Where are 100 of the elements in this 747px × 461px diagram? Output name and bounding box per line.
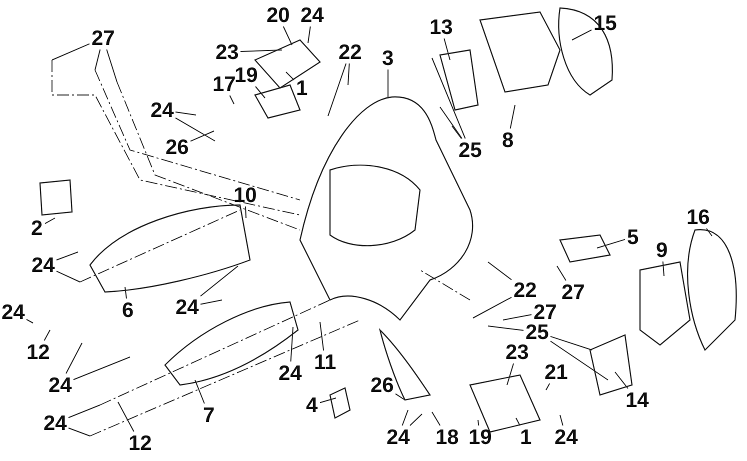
callout-number: 15 [594,12,617,34]
leader-line [596,238,626,248]
leader-line [506,363,514,386]
leader-line [56,270,80,282]
leader-line [286,72,294,80]
leader-line [245,206,246,218]
callout-number: 27 [534,302,557,322]
leader-line [410,414,422,426]
leader-line [94,49,101,70]
callout-number: 14 [626,390,649,410]
leader-line [444,38,450,60]
callout-number: 24 [176,296,199,318]
leader-line [402,410,408,426]
leader-line [556,266,566,281]
callout-number: 23 [506,342,529,362]
callout-number: 16 [686,206,710,228]
callout-number: 17 [212,74,236,94]
leader-line [118,402,134,432]
leader-line [328,63,347,116]
callout-number: 24 [32,254,55,276]
leader-line [66,342,82,374]
leader-line [73,356,130,380]
callout-number: 8 [502,130,514,150]
callout-number: 5 [627,226,639,248]
leader-line [190,130,214,142]
leader-line [124,286,127,299]
callout-number: 22 [514,280,537,300]
leader-line [572,29,592,40]
callout-number: 1 [520,426,532,448]
leader-line [488,326,524,331]
leader-line [395,393,406,400]
callout-number: 6 [122,300,134,320]
leader-line [560,414,564,426]
leader-line [550,336,592,350]
leader-line [440,106,462,139]
leader-line [68,404,100,418]
callout-number: 25 [526,322,549,342]
leader-line [255,86,266,98]
leader-line [472,296,512,318]
callout-number: 9 [656,240,668,260]
callout-number: 26 [166,136,189,158]
leader-line [432,58,466,139]
callout-number: 3 [382,48,394,68]
leader-line [56,252,78,260]
leader-line [175,117,216,142]
callout-number: 20 [266,4,290,26]
leader-line [348,63,350,86]
callout-number: 11 [314,352,336,372]
leader-line [282,26,292,46]
callout-number: 27 [562,282,585,302]
leader-line [52,43,90,60]
callout-number: 22 [338,42,362,62]
leader-line [546,383,550,390]
leader-line [452,126,462,139]
leader-line [26,318,34,324]
callout-number: 7 [203,404,215,426]
leader-line [229,95,234,104]
callout-number: 12 [128,432,152,454]
leader-line [488,262,512,280]
leader-line [516,418,520,426]
callout-number: 23 [216,42,239,62]
callout-number: 24 [150,100,174,120]
leader-line [662,261,664,276]
callout-number: 13 [430,16,453,38]
callout-number: 24 [554,426,578,448]
leader-line [106,49,118,82]
leader-line [510,104,516,129]
leader-line [432,412,441,426]
leader-line [200,266,238,297]
callout-number: 24 [386,426,410,448]
leader-line [308,26,311,44]
callout-number: 27 [92,28,115,48]
callout-number: 21 [544,362,568,382]
callout-number: 4 [306,394,318,416]
leader-line [614,372,628,389]
leader-line [478,420,480,426]
callout-number: 12 [26,342,50,362]
callout-number: 24 [44,412,67,434]
callout-number: 19 [234,64,258,86]
callout-number: 24 [300,4,324,26]
callout-number: 24 [48,374,72,396]
leader-line [68,428,90,436]
callout-number: 26 [370,374,394,396]
leader-line [200,300,222,305]
callout-number: 2 [31,218,43,238]
leader-line [550,340,608,380]
leader-line [194,380,205,404]
callout-number: 24 [278,362,302,384]
leader-line [290,326,294,362]
callout-number: 19 [468,426,492,448]
callout-number: 25 [458,140,482,160]
leader-line [240,50,282,52]
callout-number: 24 [2,302,25,322]
callout-number: 1 [296,78,308,98]
leader-line [502,314,532,320]
leader-line [320,398,336,404]
leader-line [320,322,324,351]
leader-line [175,111,196,116]
callout-number: 18 [436,426,459,448]
leader-line [706,228,712,236]
